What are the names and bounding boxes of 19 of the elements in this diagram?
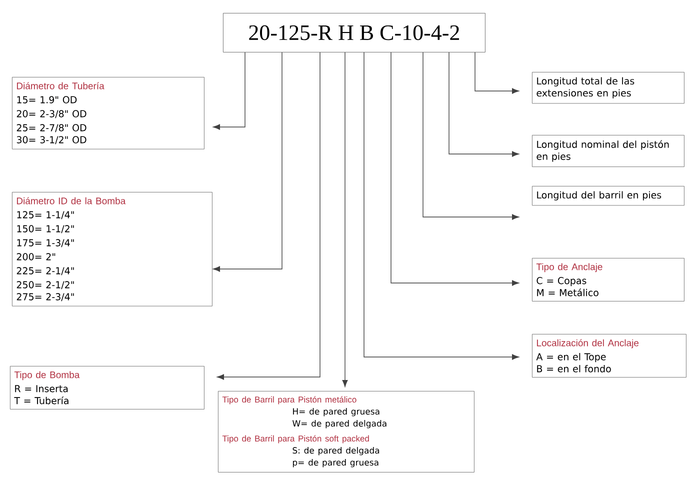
arrow <box>217 52 320 380</box>
arrow <box>364 52 519 360</box>
arrow <box>422 52 519 220</box>
legend-box: Diámetro ID de la Bomba 125= 1-1/4" 150= 1-1/2" 175= 1-3/4" 200= 2" 225= 2-1/4" 250= 2-1/2" 275= 2-3/4" <box>12 192 212 306</box>
legend-box: Tipo de Anclaje C = Copas M = Metálico <box>532 258 684 302</box>
arrow <box>474 52 519 94</box>
arrow <box>448 52 519 157</box>
code-box: 20-125-R H B C-10-4-2 <box>223 13 486 52</box>
arrow <box>213 52 282 272</box>
arrow <box>342 52 348 387</box>
legend-box: Longitud del barril en pies <box>532 186 684 206</box>
legend-box: Longitud nominal del pistón en pies <box>532 135 684 167</box>
legend-box: Localización del Anclaje A = en el Tope B = en el fondo <box>532 334 686 378</box>
legend-box: Longitud total de las extensiones en pies <box>532 72 684 104</box>
arrow <box>213 52 246 130</box>
legend-box: Tipo de Bomba R = Inserta T = Tubería <box>10 366 204 410</box>
arrow <box>390 52 519 286</box>
legend-box: Tipo de Barril para Pistón metálico H= de pared gruesa W= de pared delgada Tipo de Barril para Pistón soft packed S: de pared delgada p= de pared gruesa <box>218 391 474 472</box>
legend-box: Diámetro de Tubería 15= 1.9" OD 20= 2-3/8" OD 25= 2-7/8" OD 30= 3-1/2" OD <box>12 77 204 150</box>
